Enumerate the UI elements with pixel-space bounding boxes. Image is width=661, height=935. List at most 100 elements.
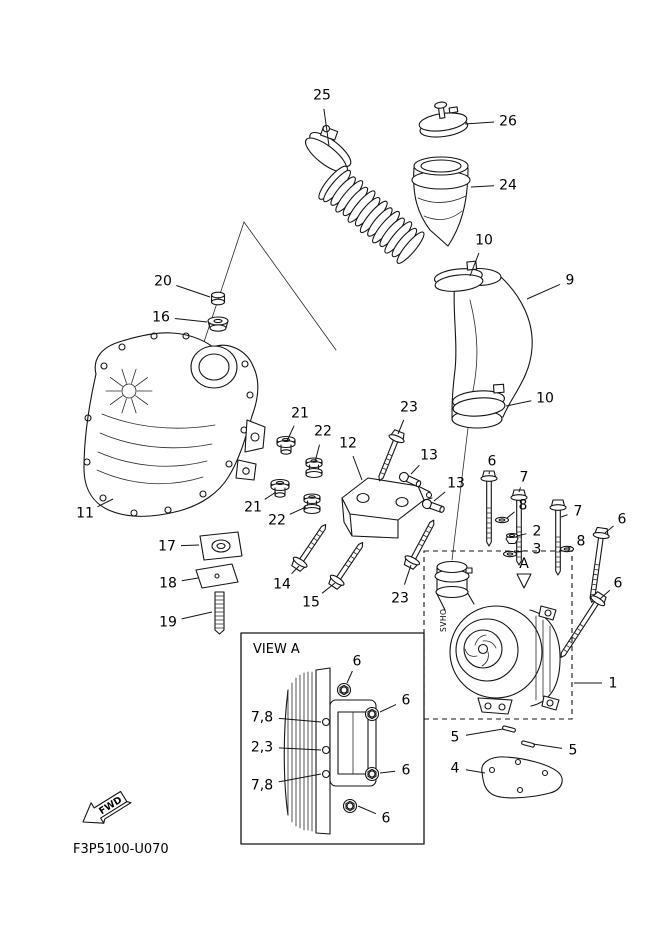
- view-a-title: VIEW A: [253, 642, 300, 657]
- callout-21: 21: [291, 406, 309, 422]
- leader-line: [470, 185, 495, 188]
- callout-23: 23: [400, 400, 418, 416]
- callout-18: 18: [159, 576, 177, 592]
- leader-line: [181, 577, 199, 582]
- leader-line: [97, 498, 114, 508]
- bolt-23: [401, 515, 442, 572]
- fitting-13: [421, 498, 445, 513]
- bolt-6-view: [364, 766, 380, 782]
- leader-line: [314, 444, 320, 463]
- callout-1: 1: [609, 676, 618, 692]
- leader-line: [403, 564, 412, 585]
- bolt-15: [325, 537, 370, 592]
- callout-22: 22: [314, 424, 332, 440]
- leader-line: [278, 747, 322, 751]
- detail-marker-label: A: [519, 556, 529, 572]
- callout-9: 9: [566, 273, 575, 289]
- hose-clamp-10: [452, 383, 506, 417]
- fin-boss: [105, 368, 153, 414]
- grommet-21: [270, 478, 290, 498]
- callout-4: 4: [451, 761, 460, 777]
- callout-8: 8: [519, 498, 528, 514]
- leader-line: [321, 582, 336, 594]
- callout-6: 6: [402, 693, 411, 709]
- collar-22: [305, 457, 323, 479]
- supercharger-inlet: [434, 560, 475, 611]
- bolt-7: [549, 499, 567, 576]
- assembly-boundary: [423, 550, 573, 720]
- leader-line: [174, 318, 208, 323]
- callout-22: 22: [268, 513, 286, 529]
- bolt-14: [288, 519, 333, 574]
- hose-clamp-25: [304, 124, 352, 173]
- callout-13: 13: [447, 476, 465, 492]
- leader-line: [465, 728, 504, 736]
- callout-11: 11: [76, 506, 94, 522]
- callout-7: 7: [520, 470, 529, 486]
- detail-a-arrow: [516, 573, 532, 589]
- leader-line: [323, 108, 330, 147]
- leader-line: [410, 464, 420, 475]
- pin-5: [521, 740, 535, 748]
- leader-line: [469, 252, 480, 277]
- leader-line: [181, 611, 213, 620]
- bolt-6: [480, 470, 498, 547]
- callout-10: 10: [536, 391, 554, 407]
- leader-line: [488, 471, 490, 475]
- callout-2,3: 2,3: [251, 740, 273, 756]
- leader-line: [506, 511, 515, 519]
- fwd-arrow: FWD: [82, 790, 132, 824]
- callout-10: 10: [475, 233, 493, 249]
- leader-line: [464, 121, 495, 125]
- callout-24: 24: [499, 178, 517, 194]
- leader-line: [532, 743, 563, 749]
- callout-15: 15: [302, 595, 320, 611]
- leader-line: [278, 773, 322, 783]
- leader-line: [176, 285, 211, 298]
- leader-line: [567, 545, 572, 549]
- leader-line: [346, 670, 353, 684]
- callout-14: 14: [273, 577, 291, 593]
- leader-line: [379, 704, 397, 713]
- leader-line: [264, 491, 277, 500]
- leader-line: [516, 533, 527, 537]
- callout-16: 16: [152, 310, 170, 326]
- callout-26: 26: [499, 114, 517, 130]
- callout-2: 2: [533, 524, 542, 540]
- leader-line: [518, 487, 521, 493]
- pin-5: [502, 725, 516, 733]
- plate-18: [195, 563, 239, 589]
- callout-6: 6: [402, 763, 411, 779]
- callout-21: 21: [244, 500, 262, 516]
- stud-19: [214, 591, 225, 635]
- leader-line: [357, 805, 377, 815]
- leader-line: [560, 514, 568, 518]
- callout-6: 6: [488, 454, 497, 470]
- bracket-12: [341, 477, 433, 539]
- intake-manifold-11: [83, 332, 266, 517]
- callout-5: 5: [451, 730, 460, 746]
- leader-line: [286, 425, 295, 442]
- leader-line: [379, 770, 396, 774]
- grommet-20: [210, 291, 226, 306]
- callout-19: 19: [159, 615, 177, 631]
- nut-2: [505, 532, 519, 545]
- hose-clamp-10: [433, 260, 484, 292]
- impeller-blades: [464, 634, 497, 667]
- grommet-16: [207, 316, 229, 332]
- bolt-6: [553, 589, 610, 663]
- leader-line: [526, 283, 561, 300]
- callout-7,8: 7,8: [251, 710, 273, 726]
- impeller-hub: [477, 643, 489, 655]
- leader-line: [465, 769, 486, 774]
- intake-joint-24: [411, 156, 471, 247]
- callout-25: 25: [313, 88, 331, 104]
- corrugated-hose: [318, 165, 425, 264]
- callout-6: 6: [382, 811, 391, 827]
- grommet-21: [276, 435, 296, 455]
- callout-7: 7: [574, 504, 583, 520]
- leader-line: [433, 491, 446, 502]
